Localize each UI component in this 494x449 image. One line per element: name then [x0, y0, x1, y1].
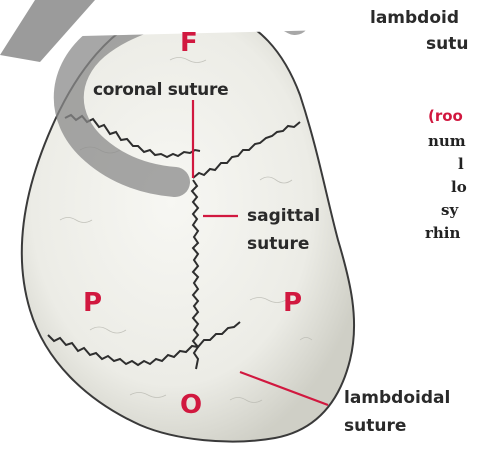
lambdoidal-suture-label-line2: suture: [344, 416, 406, 436]
occipital-bone-label: O: [180, 390, 202, 420]
sagittal-suture-label-line2: suture: [247, 234, 309, 254]
side-text-line-5: rhin: [425, 221, 460, 245]
frontal-bone-label: F: [180, 28, 198, 58]
side-text-line-1: num: [428, 129, 466, 153]
parietal-left-label: P: [83, 288, 102, 318]
side-text-line-2: l: [458, 152, 464, 176]
sagittal-suture-label-line1: sagittal: [247, 206, 320, 226]
side-text-line-4: sy: [441, 198, 458, 222]
top-right-label-line2: sutu: [426, 34, 468, 54]
side-text-line-3: lo: [451, 175, 467, 199]
lambdoidal-suture-label-line1: lambdoidal: [344, 388, 450, 408]
parietal-right-label: P: [283, 288, 302, 318]
side-text-red: (roo: [428, 107, 463, 125]
coronal-suture-label: coronal suture: [93, 80, 228, 100]
top-right-label-line1: lambdoid: [370, 8, 459, 28]
